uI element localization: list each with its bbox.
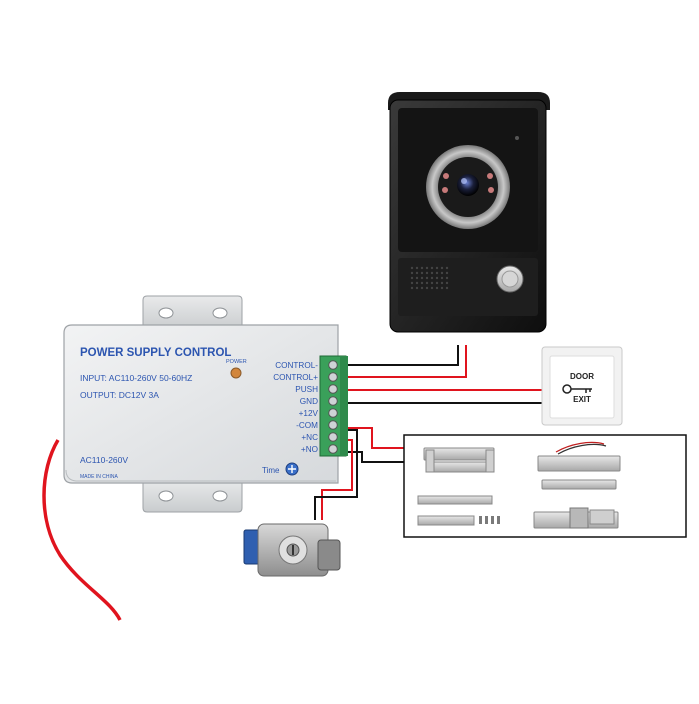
terminal-screw-icon bbox=[328, 444, 338, 454]
terminal-label: +NC bbox=[301, 433, 318, 442]
psu-output-text: OUTPUT: DC12V 3A bbox=[80, 390, 159, 400]
terminal-screw-icon bbox=[328, 432, 338, 442]
terminal-label: -COM bbox=[296, 421, 318, 430]
ac-power-cable bbox=[42, 439, 122, 621]
terminal-screw-icon bbox=[328, 372, 338, 382]
key-icon bbox=[562, 384, 592, 394]
psu-title: POWER SUPPLY CONTROL bbox=[80, 347, 231, 359]
control-minus-wire bbox=[345, 345, 459, 366]
com-wire-to-box bbox=[345, 427, 404, 449]
terminal-label: +12V bbox=[299, 409, 319, 418]
psu-power-label: POWER bbox=[226, 359, 247, 365]
bolt-lock-icon bbox=[423, 447, 495, 473]
nc-wire-to-lock bbox=[321, 439, 353, 520]
terminal-screw-icon bbox=[328, 408, 338, 418]
speaker-grille-icon bbox=[410, 266, 449, 290]
door-camera-unit bbox=[388, 92, 550, 333]
no-wire-to-box bbox=[345, 451, 404, 463]
power-led-icon bbox=[230, 367, 242, 379]
terminal-block bbox=[319, 355, 348, 457]
terminal-label: CONTROL- bbox=[275, 361, 318, 370]
terminal-screw-icon bbox=[328, 384, 338, 394]
terminal-label: +NO bbox=[301, 445, 318, 454]
wires bbox=[42, 345, 545, 621]
mounting-brackets-icon bbox=[417, 495, 500, 526]
exit-button-line2: EXIT bbox=[573, 395, 591, 404]
control-plus-wire bbox=[345, 345, 467, 378]
terminal-screw-icon bbox=[328, 396, 338, 406]
exit-button-unit bbox=[541, 346, 623, 426]
power-supply-unit bbox=[63, 295, 348, 513]
psu-input-text: INPUT: AC110-260V 50-60HZ bbox=[80, 373, 192, 383]
camera-mic-icon bbox=[515, 136, 519, 140]
terminal-labels: CONTROL- CONTROL+ PUSH GND +12V -COM +NC… bbox=[273, 361, 318, 454]
electric-rim-lock-icon bbox=[243, 523, 341, 577]
terminal-screw-icon bbox=[328, 360, 338, 370]
psu-time-label: Time bbox=[262, 466, 280, 475]
psu-made-in: MADE IN CHINA bbox=[80, 474, 118, 480]
terminal-label: GND bbox=[300, 397, 318, 406]
camera-lens-icon bbox=[457, 174, 479, 196]
magnetic-lock-icon bbox=[537, 441, 621, 490]
ir-led-icons bbox=[442, 173, 494, 193]
lock-options-box bbox=[403, 434, 687, 538]
exit-button-line1: DOOR bbox=[570, 372, 594, 381]
electric-strike-icon bbox=[533, 507, 619, 529]
psu-ac-label: AC110-260V bbox=[80, 455, 128, 465]
terminal-label: CONTROL+ bbox=[273, 373, 318, 382]
terminal-screw-icon bbox=[328, 420, 338, 430]
com-wire-to-lock bbox=[314, 429, 358, 520]
terminal-label: PUSH bbox=[295, 385, 318, 394]
